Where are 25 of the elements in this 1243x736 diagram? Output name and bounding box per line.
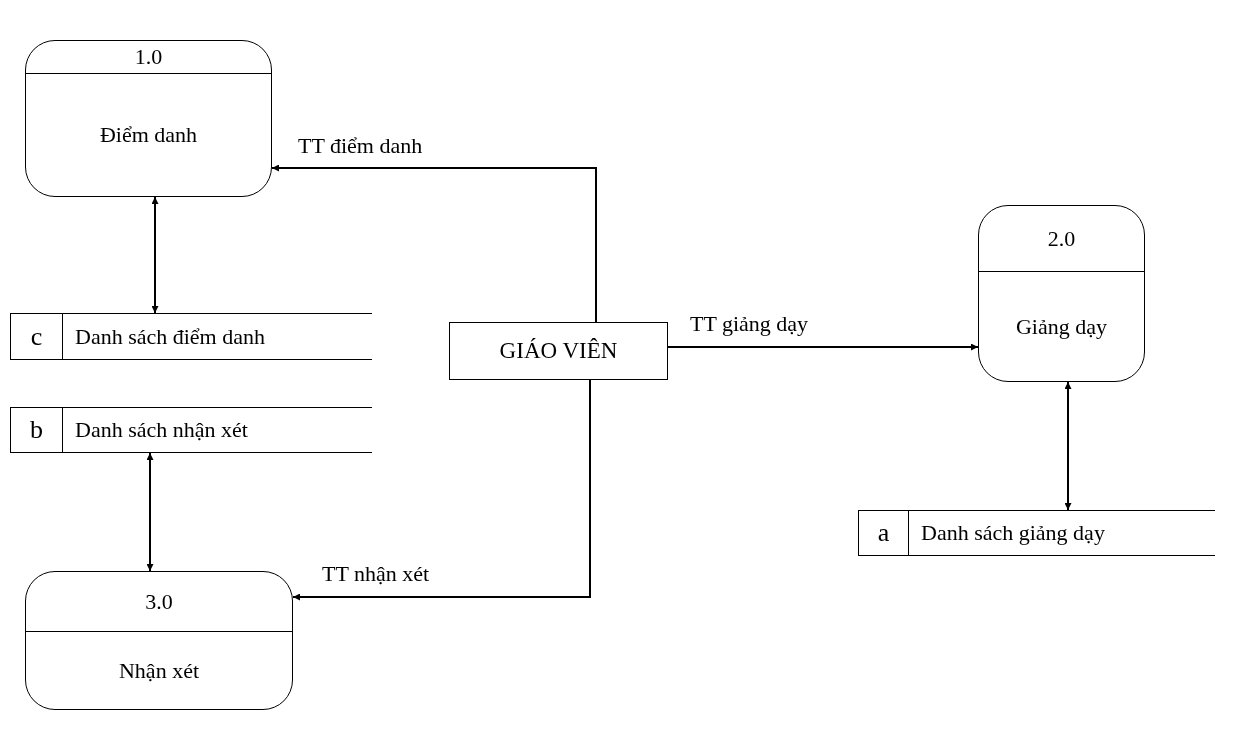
process-name: Nhận xét: [119, 657, 199, 684]
arrow: [146, 452, 154, 572]
store-name: Danh sách điểm danh: [74, 323, 265, 350]
arrow: [151, 196, 159, 314]
process-number: 3.0: [145, 588, 173, 615]
store-name: Danh sách nhận xét: [74, 417, 248, 443]
data-store: [10, 407, 372, 453]
store-name: Danh sách giảng dạy: [920, 520, 1105, 546]
store-id: a: [859, 511, 909, 555]
store-id: c: [11, 314, 63, 359]
process-name: Điểm danh: [99, 122, 198, 148]
process-box: [25, 571, 293, 710]
store-id: b: [11, 408, 63, 452]
data-store: [858, 510, 1215, 556]
process-number: 1.0: [134, 44, 163, 70]
process-box: [25, 40, 272, 197]
data-store: [10, 313, 372, 360]
arrow: [1064, 381, 1072, 511]
external-entity-box: GIÁO VIÊN: [449, 322, 668, 380]
arrow: [667, 343, 979, 351]
arrow: [292, 379, 591, 601]
process-number: 2.0: [1047, 225, 1076, 252]
arrow: [271, 164, 597, 323]
process-name: Giảng dạy: [1016, 313, 1107, 340]
process-box: [978, 205, 1145, 382]
